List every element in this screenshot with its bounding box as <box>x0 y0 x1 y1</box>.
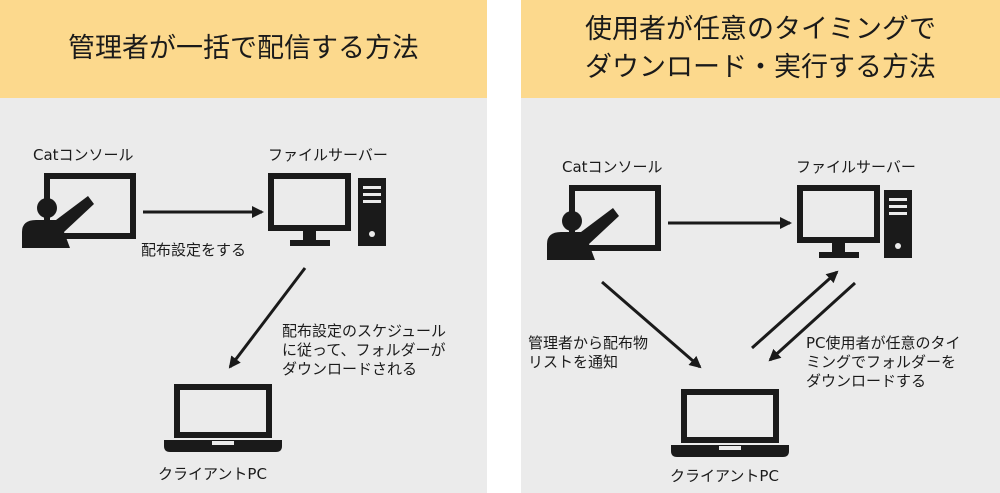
tower-server-icon <box>358 178 386 246</box>
schedule-line: に従って、フォルダーが <box>282 341 446 359</box>
schedule-line: ダウンロードされる <box>282 360 418 378</box>
presenter-board-icon <box>547 185 661 260</box>
left-header: 管理者が一括で配信する方法 <box>0 0 487 98</box>
console-to-client-arrow <box>601 280 702 369</box>
schedule-line: 配布設定のスケジュール <box>282 322 446 340</box>
right-title-line-2: ダウンロード・実行する方法 <box>585 52 936 83</box>
server-label: ファイルサーバー <box>268 146 388 164</box>
notify-label: 管理者から配布物 リストを通知 <box>528 334 648 372</box>
user-download-line: ミングでフォルダーを <box>806 353 957 371</box>
client-to-server-arrow <box>751 270 839 350</box>
left-title: 管理者が一括で配信する方法 <box>68 33 419 64</box>
notify-line: 管理者から配布物 <box>528 334 649 352</box>
laptop-icon <box>164 384 282 452</box>
config-label: 配布設定をする <box>141 241 247 259</box>
left-panel: 管理者が一括で配信する方法 <box>0 0 487 493</box>
tower-server-icon <box>884 190 912 258</box>
desktop-monitor-icon <box>268 173 351 246</box>
server-label: ファイルサーバー <box>796 158 916 176</box>
server-to-client-arrow <box>228 267 307 369</box>
user-download-label: PC使用者が任意のタイ ミングでフォルダーを ダウンロードする <box>806 334 961 391</box>
console-label: Catコンソール <box>562 158 663 176</box>
right-header: 使用者が任意のタイミングで ダウンロード・実行する方法 <box>521 0 1000 98</box>
client-label: クライアントPC <box>670 467 779 485</box>
console-label: Catコンソール <box>33 146 134 164</box>
laptop-icon <box>671 389 789 457</box>
right-title-line-1: 使用者が任意のタイミングで <box>585 14 936 45</box>
presenter-board-icon <box>22 173 136 248</box>
user-download-line: ダウンロードする <box>806 372 927 390</box>
client-label: クライアントPC <box>158 465 267 483</box>
server-to-client-arrow <box>768 281 857 362</box>
user-download-line: PC使用者が任意のタイ <box>806 334 961 352</box>
desktop-monitor-icon <box>797 185 880 258</box>
notify-line: リストを通知 <box>528 353 619 371</box>
right-panel: 使用者が任意のタイミングで ダウンロード・実行する方法 <box>521 0 1000 493</box>
schedule-label: 配布設定のスケジュール に従って、フォルダーが ダウンロードされる <box>282 322 446 379</box>
